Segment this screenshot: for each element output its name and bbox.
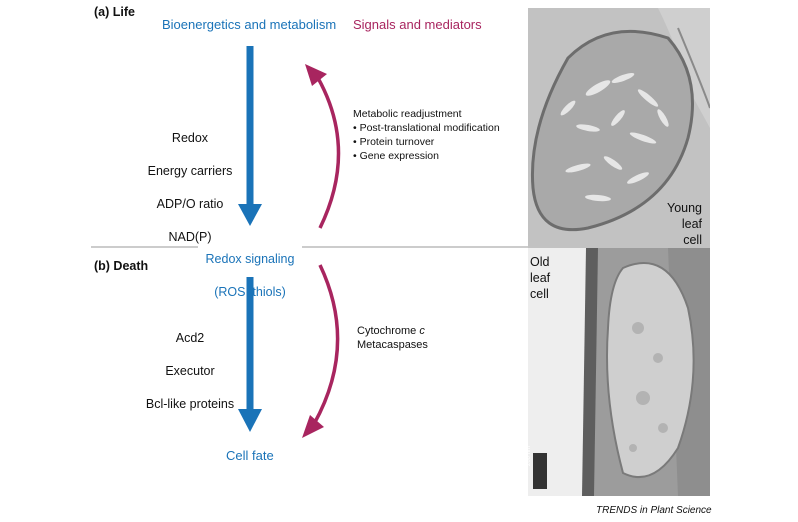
left-item: Executor (130, 363, 250, 380)
list-item: • Post-translational modification (353, 121, 500, 135)
left-item: ADP/O ratio (140, 196, 240, 213)
list-item: • Protein turnover (353, 135, 500, 149)
scale-bar-label: 200 nm (526, 446, 532, 466)
redox-signaling-label: Redox signaling (ROS, thiols) (190, 234, 310, 317)
list-item: Metacaspases (357, 338, 428, 352)
cell-fate-label: Cell fate (226, 448, 274, 463)
left-item: Acd2 (130, 330, 250, 347)
death-factors-list: Acd2 Executor Bcl-like proteins (130, 313, 250, 429)
young-leaf-cell-label: Young leaf cell (652, 200, 702, 248)
left-item: Bcl-like proteins (130, 396, 250, 413)
list-title: Metabolic readjustment (353, 107, 500, 121)
list-item: • Gene expression (353, 149, 500, 163)
blue-arrow-a-head (238, 204, 262, 226)
redox-line2: (ROS, thiols) (190, 284, 310, 301)
death-mediators-list: Cytochrome c Metacaspases (357, 324, 428, 352)
left-item: Energy carriers (140, 163, 240, 180)
magenta-arc-a (318, 78, 339, 228)
magenta-arc-a-head (305, 64, 327, 86)
redox-line1: Redox signaling (190, 251, 310, 268)
magenta-arc-b-head (302, 415, 324, 438)
magenta-arc-b (314, 265, 338, 424)
list-item-cytochrome: Cytochrome c (357, 324, 428, 338)
metabolic-readjustment-list: Metabolic readjustment • Post-translatio… (353, 107, 500, 163)
left-item: Redox (140, 130, 240, 147)
old-leaf-cell-label: Old leaf cell (530, 254, 560, 302)
journal-credit: TRENDS in Plant Science (596, 505, 712, 516)
